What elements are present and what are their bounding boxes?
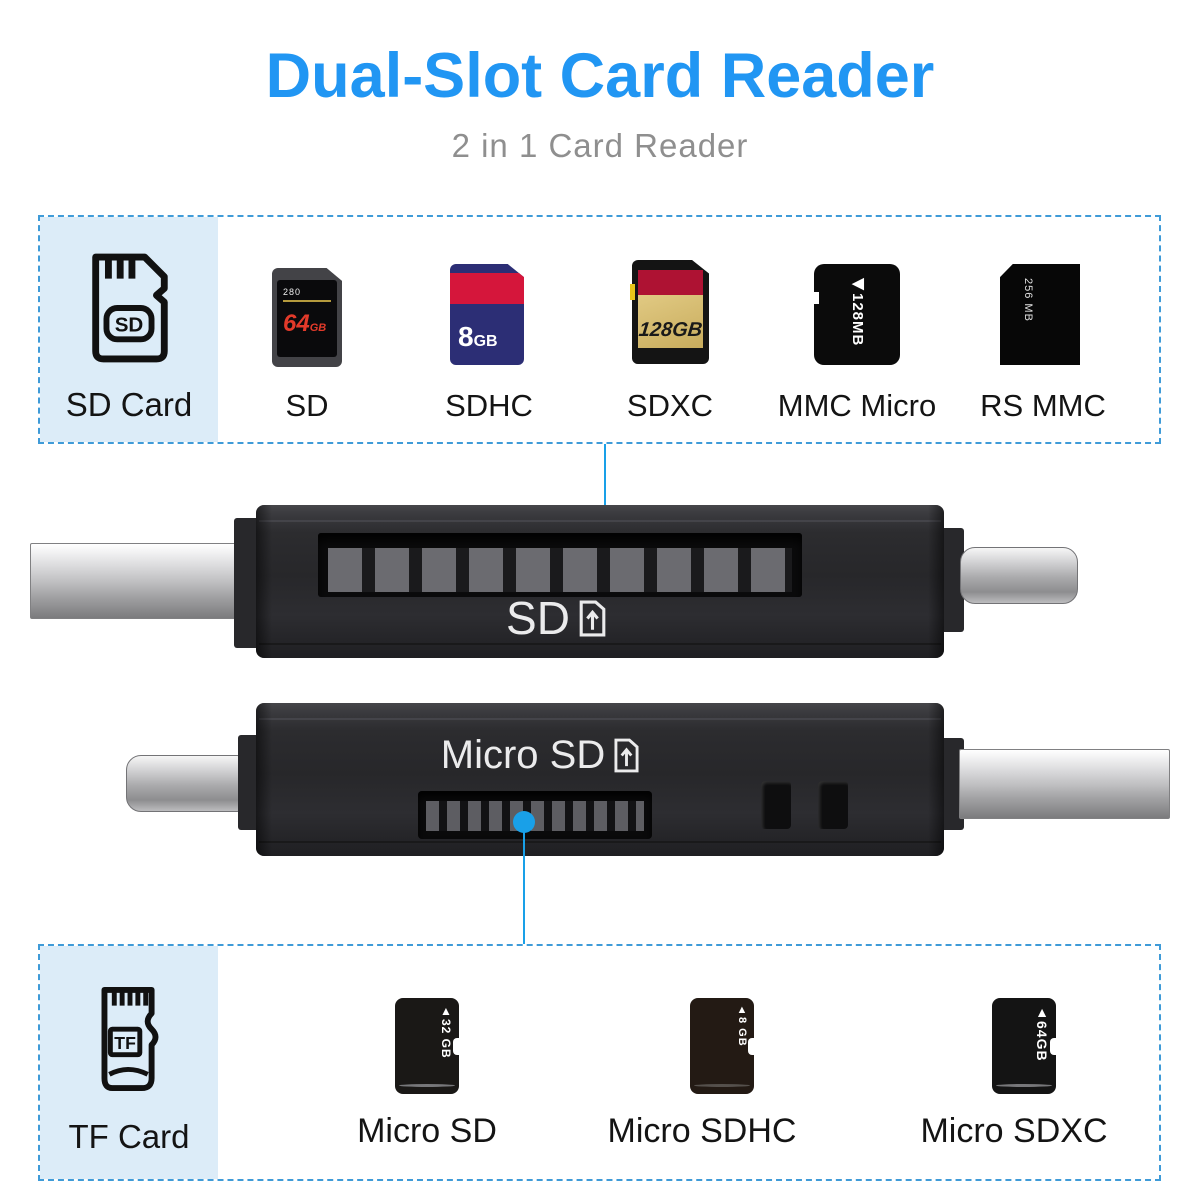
sd-card-face: 280 64GB [277, 280, 337, 357]
usb-a-connector-right [959, 749, 1170, 819]
tf-icon-text: TF [114, 1033, 136, 1053]
sd-slot-label: SD [506, 592, 570, 644]
sd-slot-caption: SD [406, 591, 706, 645]
sd-icon-text: SD [115, 314, 144, 337]
reader2-left-bevel [256, 703, 272, 856]
sd-card-outline-icon: SD [92, 253, 168, 363]
microsd-slot-label: Micro SD [440, 733, 606, 777]
sdxc-card-photo: 128GB [632, 260, 709, 364]
tf-card-outline-icon: TF [101, 986, 159, 1092]
microsd-callout-line [523, 822, 525, 945]
reader2-neck-left [238, 735, 260, 830]
sd-insert-arrow-icon [579, 600, 606, 636]
sd-callout-line [604, 444, 606, 556]
sdhc-capacity: 8GB [458, 321, 498, 352]
sd-panel-label: SD Card [65, 386, 193, 423]
sd-compatibility-box: SD SD Card 280 64GB SD 8GB SDHC 128GB SD… [38, 215, 1161, 444]
micro-sdxc-notch [1050, 1038, 1057, 1055]
micro-sd-notch [453, 1038, 460, 1055]
usb-c-connector-right [960, 547, 1078, 604]
reader1-right-bevel [928, 505, 944, 658]
sdxc-label: SDXC [626, 388, 714, 423]
mmc-micro-card-photo: ◀128MB [813, 264, 900, 365]
usb-a-connector-left [30, 543, 260, 619]
reader1-left-bevel [256, 505, 272, 658]
micro-sdhc-card-photo: ▲8 GB [690, 998, 755, 1094]
tf-compatibility-box: TF TF Card ▲32 GB Micro SD ▲8 GB Micro S… [38, 944, 1161, 1181]
microsd-slot-pins [426, 801, 644, 831]
tf-card-panel [40, 946, 218, 1179]
page-title: Dual-Slot Card Reader [265, 41, 935, 111]
microsd-insert-arrow-icon [614, 738, 639, 773]
reader2-cutout-2 [818, 781, 848, 829]
rs-mmc-capacity: 256 MB [1022, 278, 1034, 322]
micro-sdxc-card-photo: ▲64GB [992, 998, 1057, 1094]
usb-c-connector-left [126, 755, 252, 812]
sdhc-red-stripe [450, 273, 524, 304]
tf-panel-label: TF Card [68, 1118, 190, 1155]
card-reader-sd-side: SD [256, 505, 944, 658]
micro-sdhc-capacity: ▲8 GB [736, 1004, 748, 1047]
micro-sdhc-label: Micro SDHC [607, 1112, 797, 1150]
sd-slot-pins [328, 548, 792, 592]
sd-label: SD [285, 388, 329, 423]
micro-sdxc-bottom-line [996, 1084, 1052, 1087]
reader1-bottom-seam [259, 643, 941, 645]
micro-sd-bottom-line [399, 1084, 455, 1087]
reader2-top-seam [259, 718, 941, 720]
sdxc-capacity: 128GB [637, 319, 704, 341]
rs-mmc-card-photo: 256 MB [1000, 264, 1080, 365]
micro-sd-card-photo: ▲32 GB [395, 998, 460, 1094]
micro-sdhc-bottom-line [694, 1084, 750, 1087]
reader2-right-bevel [928, 703, 944, 856]
microsd-card-slot [418, 791, 652, 839]
mmc-micro-notch [813, 292, 819, 304]
micro-sdxc-capacity: ▲64GB [1034, 1004, 1050, 1062]
micro-sdhc-notch [748, 1038, 755, 1055]
card-reader-microsd-side: Micro SD [256, 703, 944, 856]
sd-card-top-text: 280 [283, 287, 331, 302]
reader1-neck-left [234, 518, 260, 648]
reader2-cutout-1 [761, 781, 791, 829]
microsd-slot-caption: Micro SD [336, 733, 744, 778]
micro-sdxc-label: Micro SDXC [920, 1112, 1108, 1150]
sd-card-capacity: 64GB [283, 310, 327, 337]
mmc-micro-label: MMC Micro [777, 388, 937, 423]
reader2-bottom-seam [259, 841, 941, 843]
micro-sd-label: Micro SD [357, 1112, 497, 1150]
sdxc-red-stripe [638, 270, 703, 295]
reader1-top-seam [259, 520, 941, 522]
mmc-micro-capacity: ◀128MB [849, 274, 866, 347]
sdhc-label: SDHC [445, 388, 533, 423]
rs-mmc-label: RS MMC [980, 388, 1106, 423]
sd-card-slot [318, 533, 802, 597]
sd-card-photo: 280 64GB [272, 268, 342, 367]
sdxc-lock-switch [630, 284, 635, 300]
sdhc-card-photo: 8GB [450, 264, 524, 365]
micro-sd-capacity: ▲32 GB [439, 1004, 453, 1059]
page-subtitle: 2 in 1 Card Reader [451, 127, 749, 164]
